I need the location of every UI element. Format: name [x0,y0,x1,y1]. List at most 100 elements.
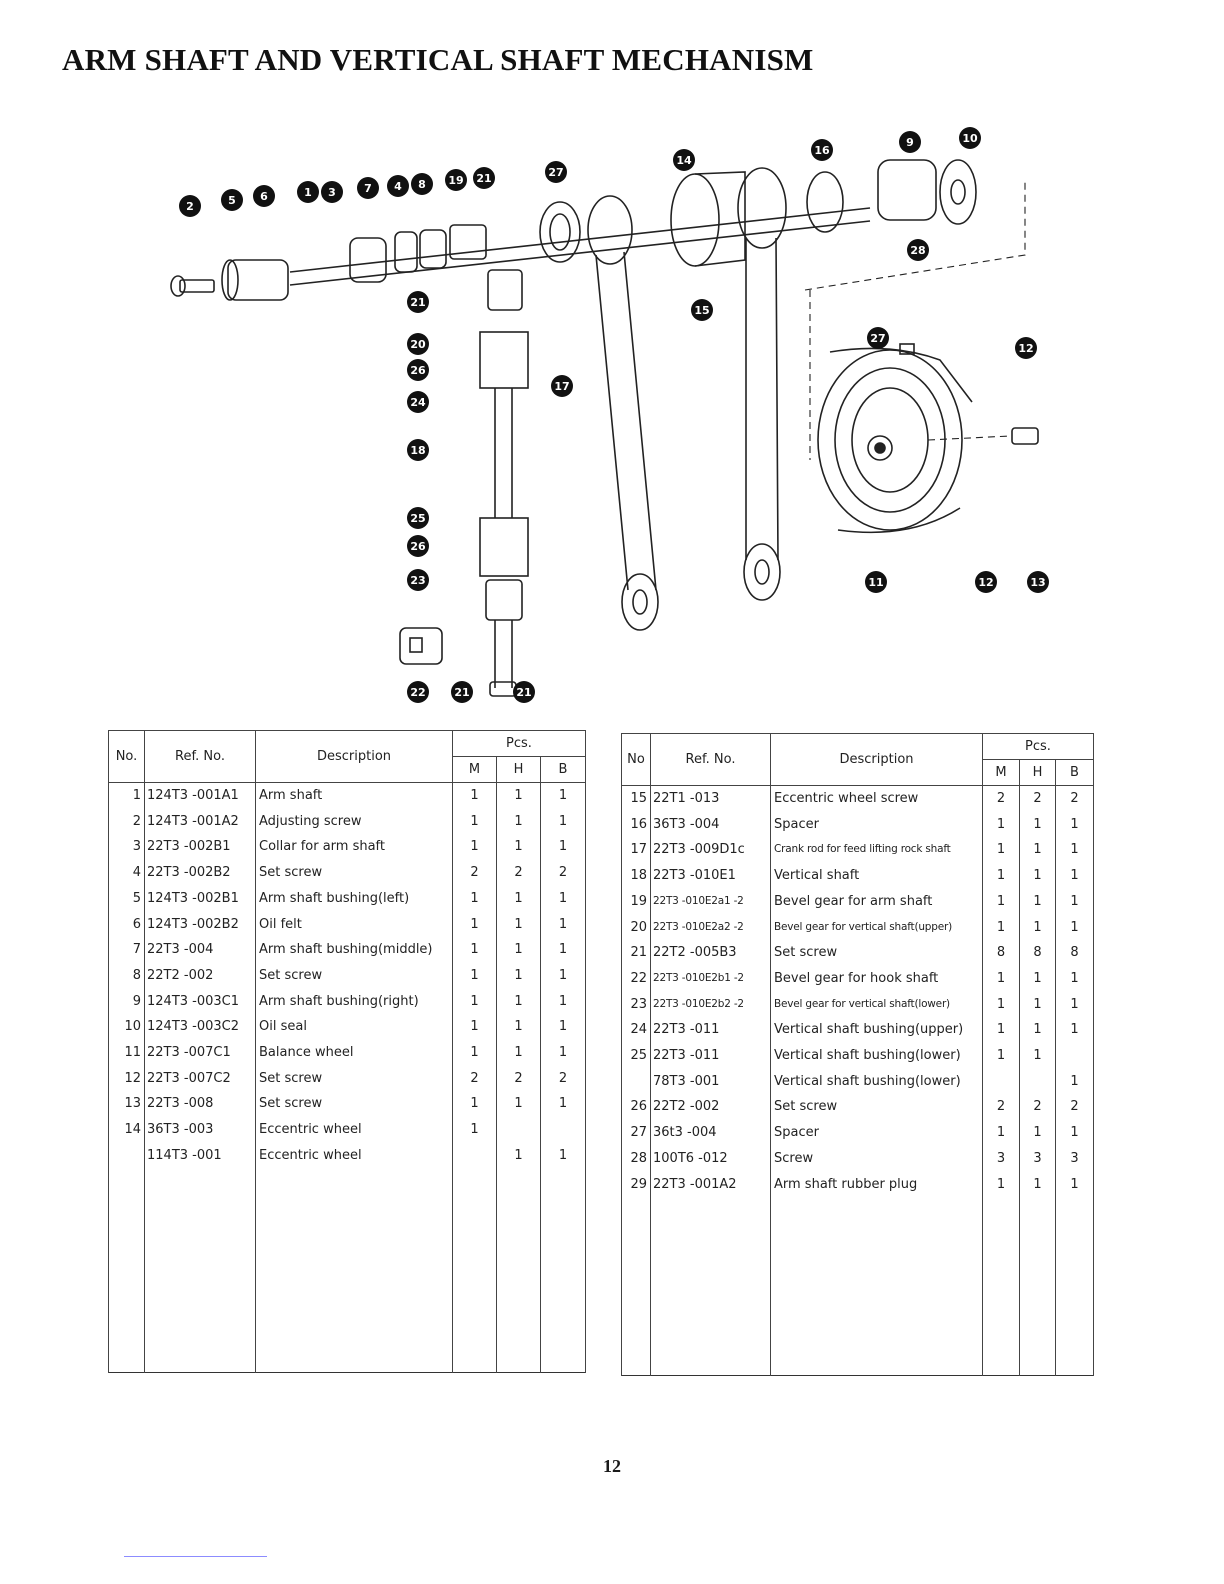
svg-text:18: 18 [410,444,425,457]
reference-number-cell: 124T3 -003C1 [144,988,256,1015]
column-header-description: Description [770,733,983,786]
qty-m-cell: 1 [982,1171,1020,1198]
qty-m-cell: 1 [452,1117,497,1143]
qty-b-cell: 2 [540,860,586,886]
column-header-h: H [496,756,541,783]
description-cell: Screw [770,1145,983,1172]
qty-b-cell [540,1117,586,1143]
qty-b-cell: 1 [1055,811,1094,838]
table-filler-row [108,1168,586,1373]
description-cell: Eccentric wheel [255,1142,453,1169]
description-cell: Vertical shaft bushing(lower) [770,1043,983,1069]
qty-m-cell: 8 [982,940,1020,966]
reference-number-cell: 124T3 -001A1 [144,782,256,809]
qty-h-cell: 1 [496,808,541,835]
description-cell: Set screw [255,1065,453,1092]
qty-b-cell: 1 [1055,965,1094,992]
svg-text:27: 27 [548,166,563,179]
description-cell: Set screw [770,1094,983,1121]
description-cell: Eccentric wheel [255,1117,453,1143]
qty-b-cell: 1 [540,1091,586,1118]
table-subheader-row: M H B [109,756,586,783]
description-cell: Oil seal [255,1014,453,1041]
part-number-cell: 7 [108,937,145,963]
page-title: ARM SHAFT AND VERTICAL SHAFT MECHANISM [62,42,814,77]
svg-text:8: 8 [418,178,426,191]
qty-m-cell: 1 [452,962,497,989]
reference-number-cell: 22T3 -010E2b2 -2 [650,991,771,1018]
reference-number-cell: 22T3 -008 [144,1091,256,1118]
qty-b-cell: 1 [1055,1171,1094,1198]
part-number-cell: 2 [108,808,145,835]
part-number-cell: 19 [621,888,651,915]
qty-b-cell: 1 [1055,1068,1094,1095]
qty-h-cell: 1 [1019,811,1056,838]
svg-text:21: 21 [410,296,425,309]
qty-h-cell: 1 [1019,863,1056,889]
svg-text:16: 16 [814,144,830,157]
svg-text:21: 21 [476,172,491,185]
svg-text:24: 24 [410,396,426,409]
svg-text:26: 26 [410,540,426,553]
part-number-cell [621,1068,651,1095]
description-cell: Spacer [770,1120,983,1146]
svg-text:21: 21 [516,686,531,699]
reference-number-cell: 22T3 -001A2 [650,1171,771,1198]
part-number-cell: 4 [108,860,145,886]
description-cell: Spacer [770,811,983,838]
part-number-cell: 15 [621,785,651,812]
description-cell: Collar for arm shaft [255,834,453,861]
svg-text:21: 21 [454,686,469,699]
table-subheader-row: M H B [622,759,1094,786]
empty-cell [452,1168,497,1373]
reference-number-cell: 22T3 -004 [144,937,256,963]
qty-m-cell: 1 [982,811,1020,838]
qty-m-cell: 1 [982,991,1020,1018]
qty-b-cell: 1 [540,1142,586,1169]
qty-h-cell [496,1117,541,1143]
qty-h-cell: 8 [1019,940,1056,966]
description-cell: Oil felt [255,911,453,938]
qty-h-cell: 1 [496,834,541,861]
part-number-cell: 11 [108,1040,145,1066]
column-header-m: M [982,759,1020,786]
svg-text:13: 13 [1030,576,1045,589]
description-cell: Vertical shaft [770,863,983,889]
reference-number-cell: 36T3 -003 [144,1117,256,1143]
qty-b-cell: 1 [540,911,586,938]
part-number-cell: 27 [621,1120,651,1146]
empty-cell [621,1197,651,1376]
table-filler-row [621,1197,1094,1376]
exploded-parts-diagram: 2 5 6 1 3 7 4 8 19 21 27 14 16 9 10 28 1… [150,120,1060,710]
part-number-cell: 25 [621,1043,651,1069]
qty-h-cell [1019,1068,1056,1095]
qty-h-cell: 1 [496,988,541,1015]
footer-rule [124,1556,267,1557]
part-number-cell: 13 [108,1091,145,1118]
qty-h-cell: 2 [1019,785,1056,812]
balance-wheel-illustration [817,343,1039,534]
svg-text:11: 11 [868,576,883,589]
column-header-h: H [1019,759,1056,786]
description-cell: Crank rod for feed lifting rock shaft [770,837,983,864]
qty-m-cell: 1 [452,1014,497,1041]
qty-b-cell: 3 [1055,1145,1094,1172]
reference-number-cell: 22T3 -010E2b1 -2 [650,965,771,992]
qty-b-cell: 1 [540,782,586,809]
arm-shaft-illustration [170,159,977,301]
description-cell: Arm shaft [255,782,453,809]
qty-b-cell: 1 [540,885,586,912]
svg-text:7: 7 [364,182,372,195]
reference-number-cell: 22T2 -002 [650,1094,771,1121]
reference-number-cell: 22T2 -005B3 [650,940,771,966]
